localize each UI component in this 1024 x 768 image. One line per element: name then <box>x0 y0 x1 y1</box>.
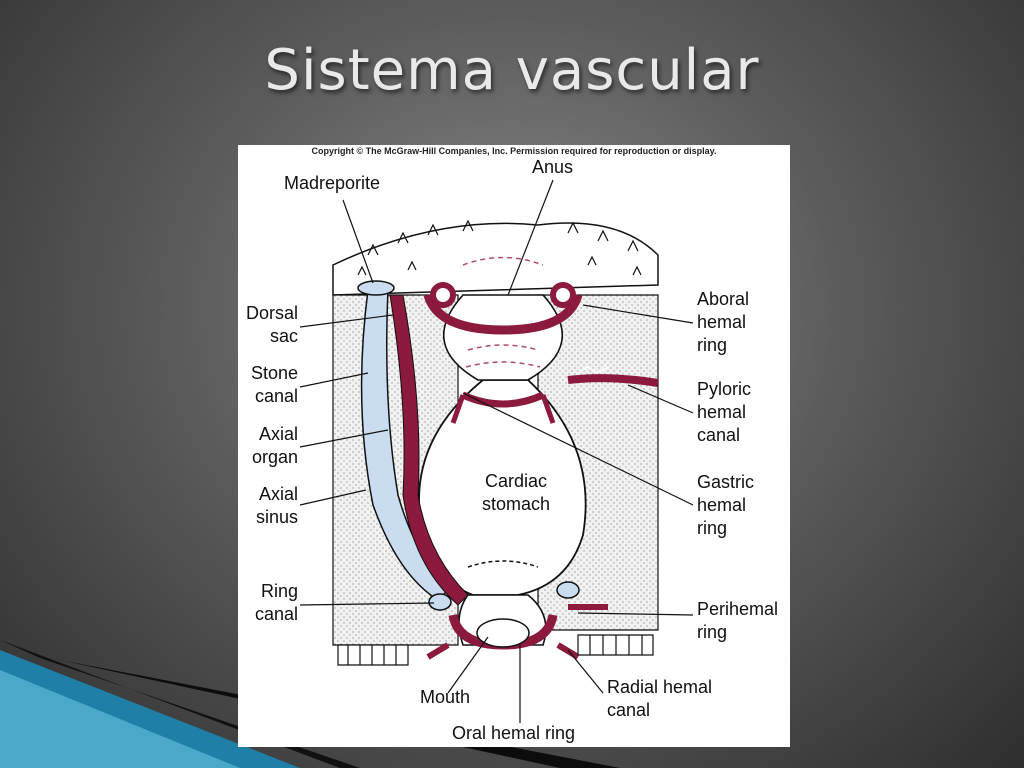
label-axial-organ: Axial organ <box>251 424 298 467</box>
axial-organ <box>389 294 469 606</box>
leader-lines <box>299 179 694 723</box>
ring-canal-right <box>556 581 580 599</box>
label-anus: Anus <box>532 157 574 177</box>
label-radial-hemal-canal: Radial hemal canal <box>607 677 713 720</box>
label-pyloric-hemal-canal: Pyloric hemal canal <box>697 379 752 445</box>
label-cardiac-stomach: Cardiac stomach <box>481 471 551 514</box>
label-mouth: Mouth <box>420 687 471 707</box>
aboral-hemal-ring <box>423 293 583 335</box>
label-ring-canal: Ring canal <box>254 581 298 624</box>
mouth-opening <box>476 618 530 648</box>
label-aboral-hemal-ring: Aboral hemal ring <box>697 289 750 355</box>
dashed-oral-ring <box>467 560 539 568</box>
label-axial-sinus: Axial sinus <box>255 484 298 527</box>
copyright-notice: Copyright © The McGraw-Hill Companies, I… <box>311 146 717 156</box>
pyloric-chamber <box>442 294 564 381</box>
label-gastric-hemal-ring: Gastric hemal ring <box>697 472 755 538</box>
ring-canal-left <box>428 593 452 611</box>
pyloric-hemal-canal <box>567 374 659 387</box>
tube-feet-left <box>337 644 409 666</box>
label-perihemal-ring: Perihemal ring <box>697 599 779 642</box>
label-stone-canal: Stone canal <box>250 363 298 406</box>
radial-canals <box>426 604 608 660</box>
tube-feet-right <box>577 634 654 656</box>
madreporite-plate <box>357 280 395 296</box>
label-madreporite: Madreporite <box>284 173 381 193</box>
surface-spines <box>357 219 642 276</box>
label-oral-hemal-ring: Oral hemal ring <box>452 723 576 743</box>
slide-title: Sistema vascular <box>264 38 760 103</box>
dashed-vessels <box>462 256 544 368</box>
diagram-drawing <box>299 179 694 723</box>
aboral-surface <box>332 222 659 296</box>
label-dorsal-sac: Dorsal sac <box>245 303 298 346</box>
gastric-hemal-ring <box>461 391 545 408</box>
vascular-diagram: Copyright © The McGraw-Hill Companies, I… <box>238 145 790 747</box>
